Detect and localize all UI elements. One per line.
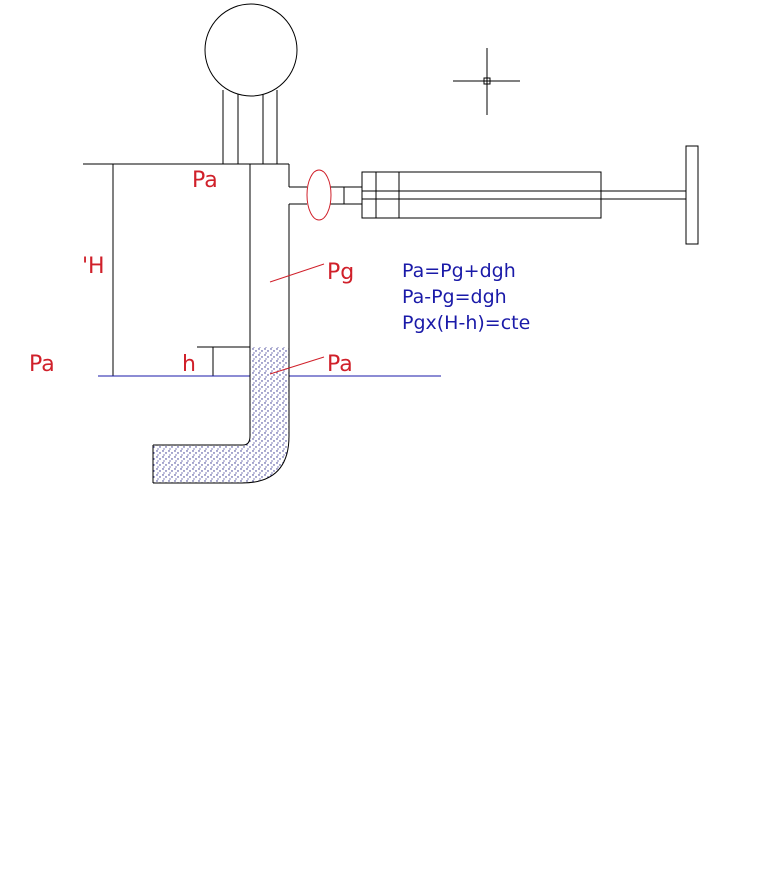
plunger-handle (685, 145, 699, 245)
equation-3: Pgx(H-h)=cte (402, 312, 530, 334)
pg-leader (269, 263, 325, 283)
pa-tube-leader (269, 356, 325, 375)
main-tube (152, 164, 290, 484)
crosshair-cursor-icon (453, 48, 520, 115)
pressure-gauge (204, 3, 298, 164)
liquid-column (153, 347, 289, 483)
label-height-lower: h (182, 352, 196, 377)
label-pa-tube: Pa (327, 352, 353, 377)
valve (306, 169, 332, 221)
equation-2: Pa-Pg=dgh (402, 286, 507, 308)
side-connector (289, 186, 362, 205)
gauge-bulb (204, 3, 298, 97)
syringe (361, 145, 699, 245)
label-pg: Pg (327, 260, 354, 285)
equation-1: Pa=Pg+dgh (402, 260, 516, 282)
label-height-upper: 'H (82, 254, 105, 279)
label-pa-top: Pa (192, 168, 218, 193)
label-pa-left: Pa (29, 352, 55, 377)
